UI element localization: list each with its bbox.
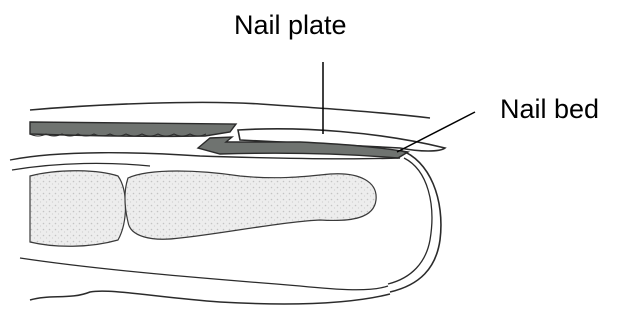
fingertip-outline-outer (390, 150, 441, 292)
fingertip-outline-inner (388, 158, 432, 284)
inner-skin-line-2 (12, 163, 150, 170)
nail-plate-label: Nail plate (234, 12, 347, 39)
palmar-skin-outer (30, 291, 390, 304)
middle-phalanx (30, 171, 126, 247)
dorsal-skin-outline (30, 102, 430, 118)
distal-phalanx (125, 171, 376, 239)
nail-bed-label: Nail bed (500, 96, 599, 123)
palmar-skin-inner (20, 258, 388, 290)
